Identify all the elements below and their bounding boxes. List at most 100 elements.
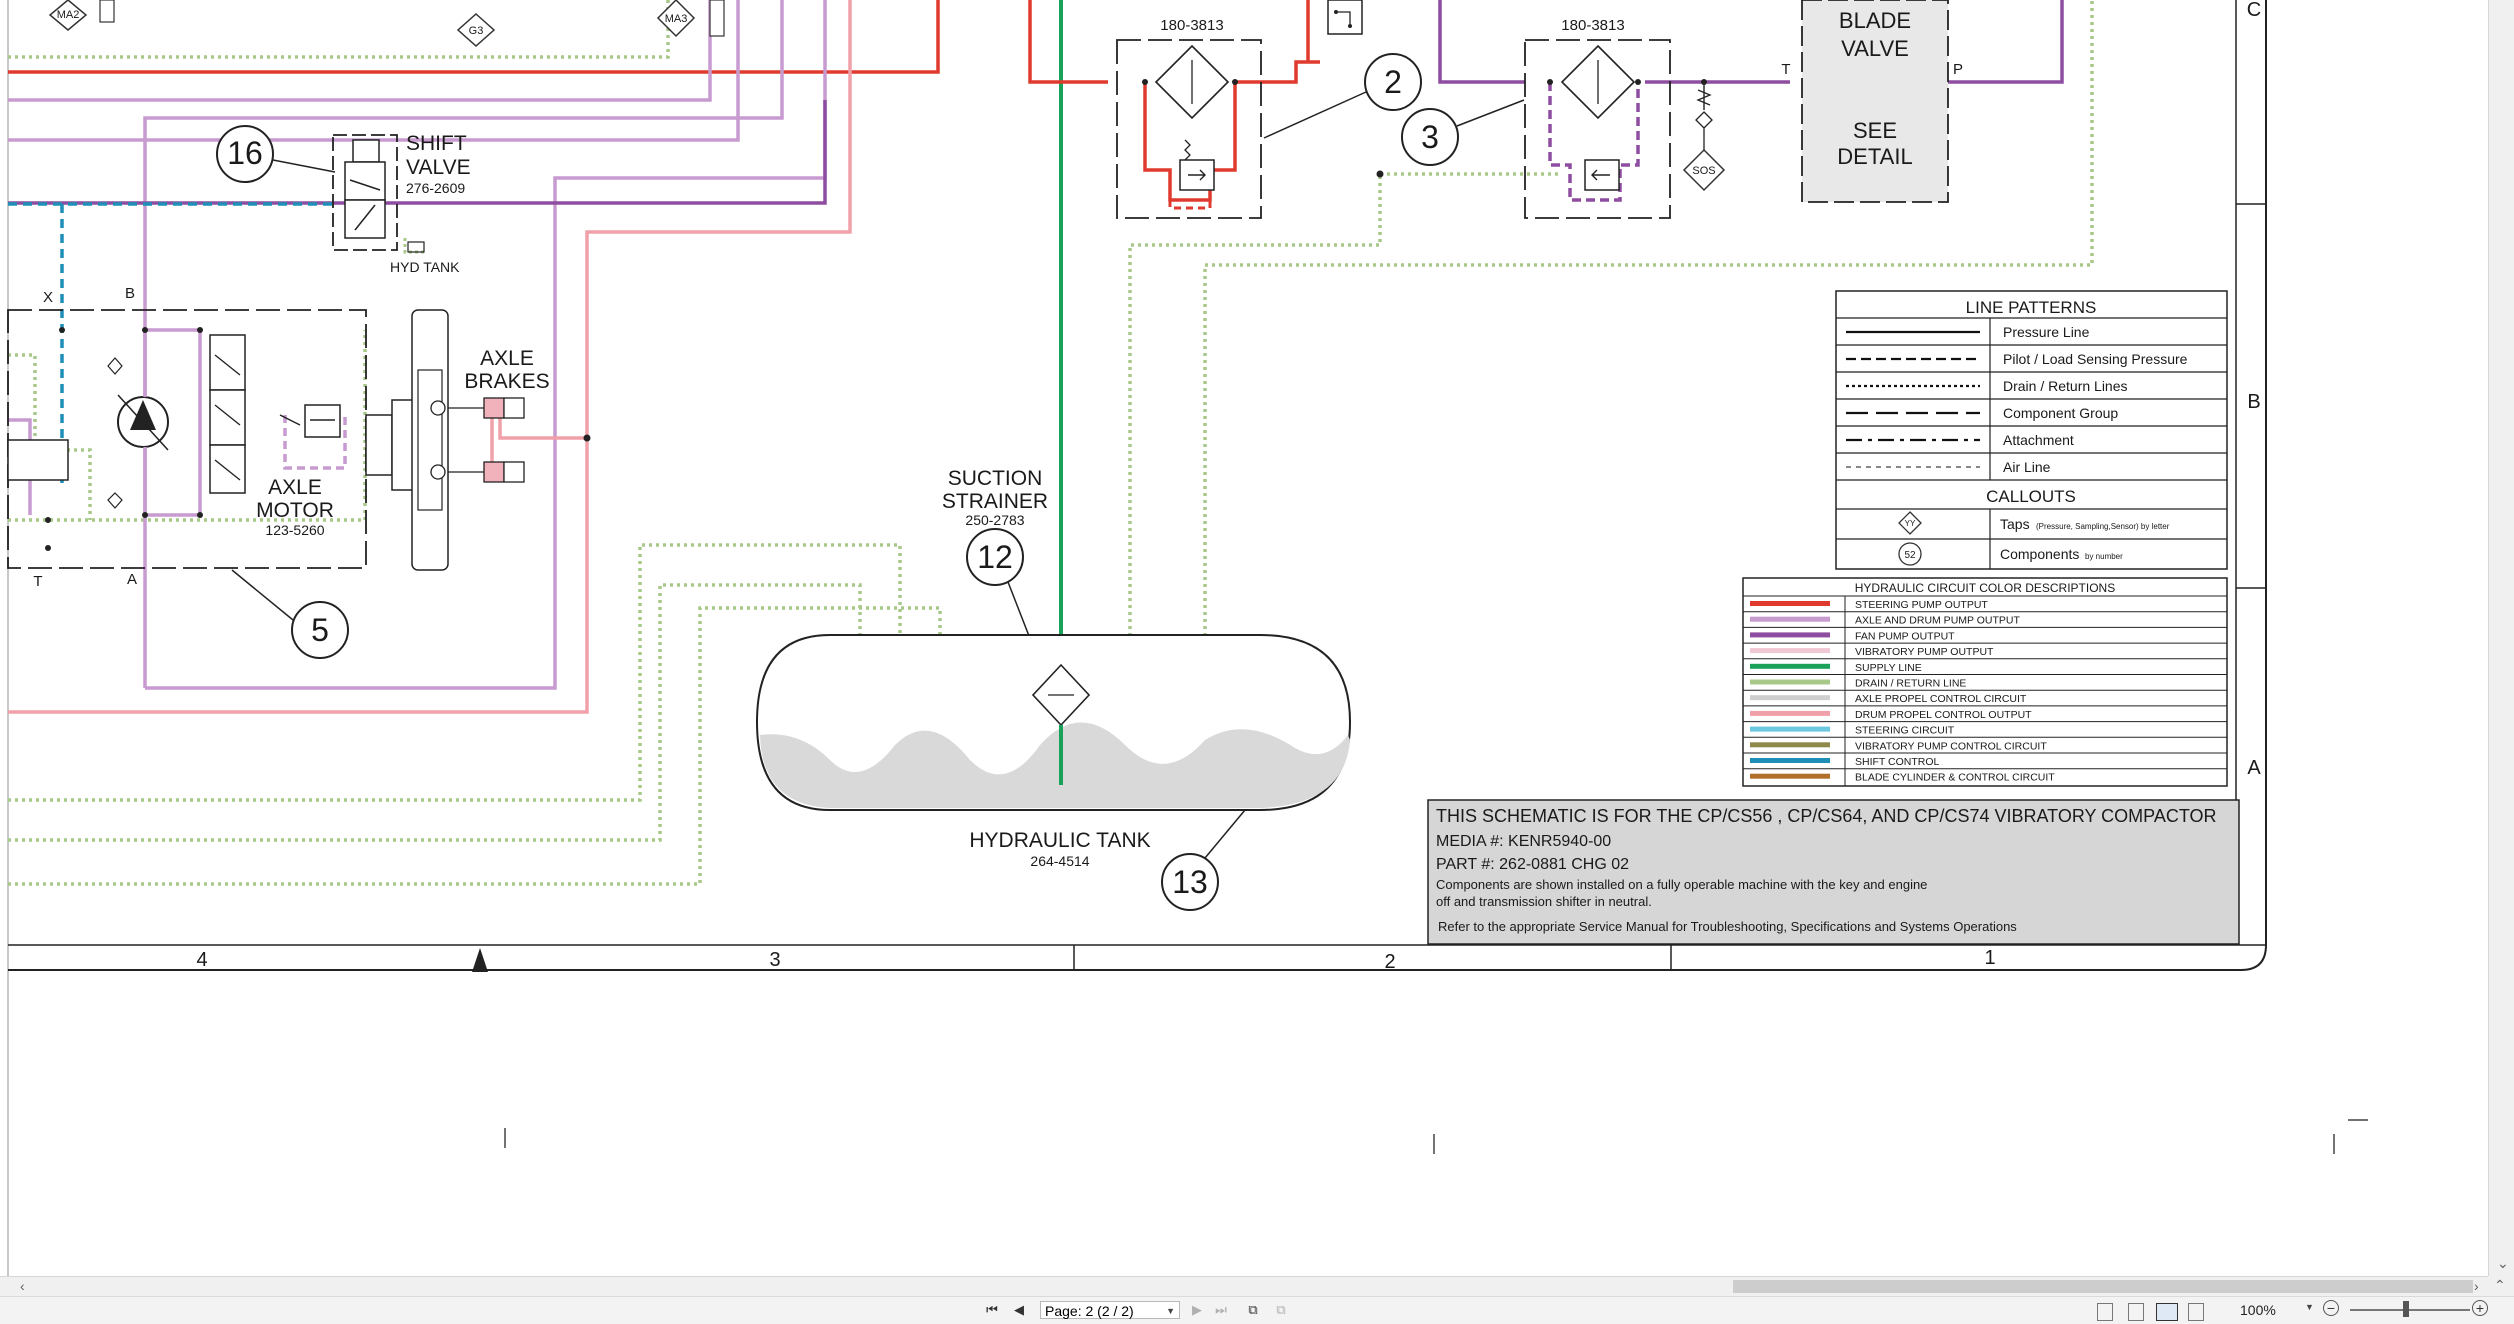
svg-text:52: 52: [1904, 550, 1916, 561]
hydraulic-tank: HYDRAULIC TANK 264-4514 13: [755, 634, 1352, 911]
callout-13: [1161, 853, 1219, 911]
svg-text:12: 12: [977, 539, 1013, 575]
tap-callout-icon: [1898, 511, 1922, 535]
svg-text:T: T: [33, 573, 42, 590]
horizontal-scrollbar[interactable]: ‹ ›: [0, 1276, 2488, 1297]
pattern-label-2: Drain / Return Lines: [2003, 378, 2128, 394]
color-swatch-6: [1750, 695, 1830, 701]
column-4: 4: [196, 949, 207, 971]
pattern-label-1: Pilot / Load Sensing Pressure: [2003, 351, 2188, 367]
hydraulic-schematic: C B A 4 3 2 1: [7, 0, 2368, 1276]
zoom-dropdown-icon[interactable]: ▼: [2305, 1302, 2314, 1312]
color-descriptions-legend: HYDRAULIC CIRCUIT COLOR DESCRIPTIONS STE…: [1742, 577, 2228, 787]
hydraulic-tank-part: 264-4514: [1030, 853, 1089, 869]
status-bar: ⏮ ◀ Page: 2 (2 / 2) ▼ ▶ ⏭ ⧉ ⧉ 100% ▼ − +: [0, 1296, 2514, 1324]
svg-text:MA3: MA3: [665, 13, 688, 25]
last-page-icon[interactable]: ⏭: [1215, 1302, 1227, 1317]
previous-page-icon[interactable]: ◀: [1014, 1302, 1024, 1317]
zoom-in-icon[interactable]: +: [2472, 1300, 2488, 1316]
horizontal-scroll-thumb[interactable]: [1733, 1280, 2473, 1293]
hydraulic-tank-label: HYDRAULIC TANK: [969, 829, 1150, 852]
next-page-icon[interactable]: ▶: [1192, 1302, 1202, 1317]
forward-view-icon[interactable]: ⧉: [1276, 1302, 1286, 1317]
line-patterns-title: LINE PATTERNS: [1966, 298, 2097, 317]
media-number: MEDIA #: KENR5940-00: [1436, 833, 1611, 850]
shift-valve-label: SHIFT: [406, 132, 467, 155]
taps-note: (Pressure, Sampling,Sensor) by letter: [2036, 522, 2170, 531]
pattern-label-3: Component Group: [2003, 405, 2118, 421]
color-label-9: VIBRATORY PUMP CONTROL CIRCUIT: [1855, 740, 2047, 752]
drawing-frame: C B A 4 3 2 1: [8, 0, 2267, 973]
svg-text:MOTOR: MOTOR: [256, 499, 334, 522]
first-page-icon[interactable]: ⏮: [986, 1302, 998, 1317]
axle-motor: X B T A AXLE MOTOR 123-5260 5: [7, 285, 367, 659]
color-swatch-1: [1750, 616, 1830, 622]
color-label-5: DRAIN / RETURN LINE: [1855, 678, 1966, 690]
callout-2: [1364, 53, 1422, 111]
callouts-title: CALLOUTS: [1986, 487, 2076, 506]
filter-right-part: 180-3813: [1561, 17, 1624, 34]
color-label-2: FAN PUMP OUTPUT: [1855, 630, 1955, 642]
zone-b: B: [2247, 391, 2260, 413]
scroll-down-icon[interactable]: ⌄: [2497, 1255, 2509, 1271]
color-swatch-10: [1750, 758, 1830, 763]
color-label-11: BLADE CYLINDER & CONTROL CIRCUIT: [1855, 772, 2055, 784]
title-block: THIS SCHEMATIC IS FOR THE CP/CS56 , CP/C…: [1427, 799, 2240, 945]
axle-brakes-label: AXLE: [480, 347, 534, 370]
facing-view-icon[interactable]: [2156, 1303, 2178, 1321]
part-number: PART #: 262-0881 CHG 02: [1436, 856, 1629, 873]
components-note: by number: [2085, 552, 2123, 561]
page-dropdown-icon[interactable]: ▼: [1166, 1306, 1175, 1316]
scroll-up-icon[interactable]: ⌃: [2494, 1277, 2506, 1293]
svg-text:B: B: [125, 285, 135, 302]
scroll-right-icon[interactable]: ›: [2474, 1278, 2479, 1294]
color-swatch-9: [1750, 742, 1830, 748]
filter-right: 180-3813 3 SOS: [1401, 17, 1726, 219]
color-label-6: AXLE PROPEL CONTROL CIRCUIT: [1855, 693, 2027, 705]
svg-text:MA2: MA2: [57, 9, 80, 21]
svg-text:T: T: [1781, 61, 1790, 78]
zoom-slider-thumb[interactable]: [2403, 1301, 2409, 1317]
callout-12: [966, 528, 1024, 586]
color-label-8: STEERING CIRCUIT: [1855, 725, 1955, 737]
tap-g3-icon: [456, 12, 496, 48]
column-1: 1: [1984, 947, 1995, 969]
suction-strainer-part: 250-2783: [965, 512, 1024, 528]
steering-lines: [8, 0, 1320, 202]
color-swatch-2: [1750, 632, 1830, 638]
zone-c: C: [2247, 0, 2261, 21]
shift-valve: 16 SHIFT VALVE 276-2609 HYD TANK: [216, 125, 471, 275]
blade-valve: BLADE VALVE SEE DETAIL T P: [1781, 0, 1963, 203]
color-descriptions-title: HYDRAULIC CIRCUIT COLOR DESCRIPTIONS: [1855, 581, 2115, 595]
page-number-field[interactable]: Page: 2 (2 / 2) ▼: [1040, 1301, 1180, 1319]
zoom-slider[interactable]: [2350, 1309, 2470, 1311]
suction-strainer-label: SUCTION: [948, 467, 1043, 490]
color-swatch-3: [1750, 648, 1830, 654]
color-label-7: DRUM PROPEL CONTROL OUTPUT: [1855, 709, 2032, 721]
callout-5: [291, 601, 349, 659]
axle-brakes: AXLE BRAKES: [365, 309, 591, 571]
color-label-3: VIBRATORY PUMP OUTPUT: [1855, 646, 1994, 658]
test-taps: MA2 G3 MA3: [48, 0, 725, 48]
zoom-out-icon[interactable]: −: [2323, 1300, 2339, 1316]
back-view-icon[interactable]: ⧉: [1248, 1302, 1258, 1317]
sos-tap-icon: [1682, 148, 1726, 192]
scroll-left-icon[interactable]: ‹: [20, 1278, 25, 1294]
filter-left-part: 180-3813: [1160, 17, 1223, 34]
svg-text:DETAIL: DETAIL: [1837, 144, 1912, 169]
single-page-view-icon[interactable]: [2097, 1303, 2113, 1321]
zoom-level[interactable]: 100%: [2240, 1302, 2276, 1318]
vertical-scrollbar[interactable]: ⌄: [2488, 0, 2514, 1276]
continuous-view-icon[interactable]: [2128, 1303, 2144, 1321]
color-swatch-7: [1750, 710, 1830, 716]
svg-text:2: 2: [1384, 64, 1402, 100]
column-2: 2: [1384, 951, 1395, 973]
color-swatch-8: [1750, 726, 1830, 732]
svg-text:SOS: SOS: [1692, 165, 1715, 177]
continuous-facing-view-icon[interactable]: [2188, 1303, 2204, 1321]
svg-text:5: 5: [311, 612, 329, 648]
color-swatch-0: [1750, 601, 1830, 606]
svg-text:VALVE: VALVE: [1841, 36, 1909, 61]
